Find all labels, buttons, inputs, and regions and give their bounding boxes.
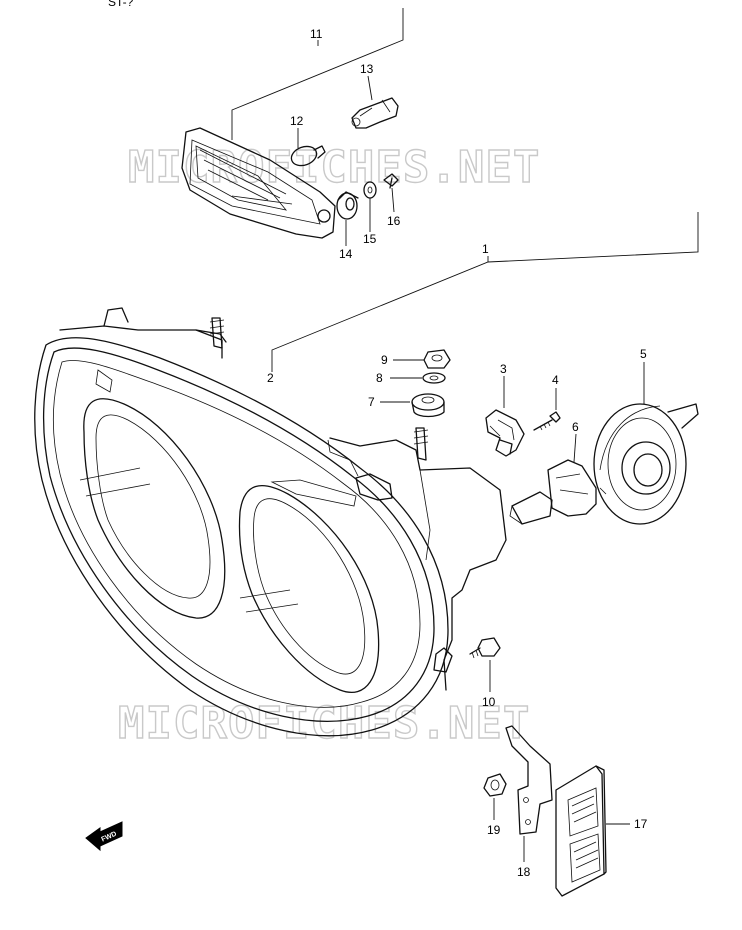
part-4-screw <box>533 411 561 431</box>
part-6-bulb <box>509 459 607 525</box>
page-header-fragment: ST-? <box>108 0 134 9</box>
callout-8: 8 <box>376 371 383 385</box>
part-14-grommet <box>336 191 359 220</box>
callout-11: 11 <box>310 27 323 41</box>
part-18-bracket <box>505 725 553 835</box>
part-5-rubber-cap <box>593 403 699 525</box>
callout-4: 4 <box>552 373 559 387</box>
watermark-top: MICROFICHES.NET <box>128 142 540 193</box>
callout-5: 5 <box>640 347 647 361</box>
callout-13: 13 <box>360 62 374 76</box>
part-2-headlamp-unit <box>34 307 507 737</box>
part-11-marker-housing <box>181 127 336 239</box>
callout-6: 6 <box>572 420 579 434</box>
part-8-washer <box>422 372 446 384</box>
leader-lines <box>297 40 645 862</box>
part-7-cushion <box>411 393 445 418</box>
callout-17: 17 <box>634 817 648 831</box>
callout-1: 1 <box>482 242 489 256</box>
part-16-screw <box>383 173 399 189</box>
callout-10: 10 <box>482 695 496 709</box>
part-13-socket <box>351 97 399 129</box>
callout-12: 12 <box>290 114 304 128</box>
callout-18: 18 <box>517 865 531 879</box>
part-17-reflector <box>555 765 607 897</box>
watermark-bottom: MICROFICHES.NET <box>118 698 530 749</box>
part-12-bulb <box>290 145 326 167</box>
bracket-1 <box>271 212 699 372</box>
callout-16: 16 <box>387 214 401 228</box>
callout-15: 15 <box>363 232 377 246</box>
callout-3: 3 <box>500 362 507 376</box>
callout-19: 19 <box>487 823 501 837</box>
part-9-nut <box>423 349 451 369</box>
part-19-nut <box>483 773 507 797</box>
callout-numbers: 1 2 3 4 5 6 7 8 9 10 11 12 13 14 15 16 1… <box>267 27 648 879</box>
bracket-11 <box>231 8 404 140</box>
part-10-bolt <box>469 637 501 659</box>
part-3-bulb-holder <box>485 409 525 457</box>
callout-2: 2 <box>267 371 274 385</box>
fwd-direction-arrow: FWD <box>85 821 123 852</box>
callout-9: 9 <box>381 353 388 367</box>
callout-14: 14 <box>339 247 353 261</box>
callout-7: 7 <box>368 395 375 409</box>
